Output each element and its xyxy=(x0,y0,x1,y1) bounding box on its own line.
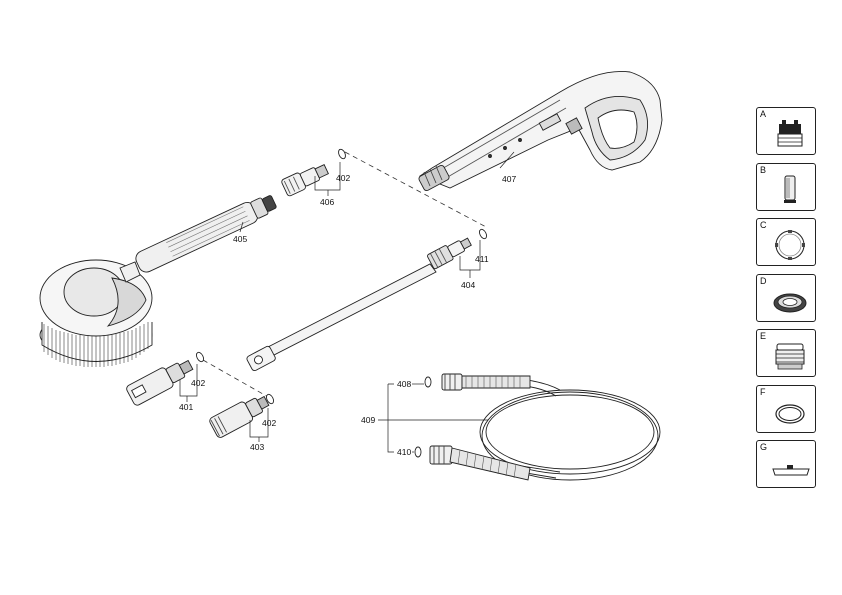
callout-403: 403 xyxy=(250,442,264,452)
callout-402-b: 402 xyxy=(336,173,350,183)
assembly-guide-lines xyxy=(202,151,489,399)
leader-409 xyxy=(378,383,488,453)
callout-401: 401 xyxy=(179,402,193,412)
o-ring-icon xyxy=(775,404,805,424)
legend-item-g: G xyxy=(756,440,816,488)
callout-405: 405 xyxy=(233,234,247,244)
connector-icon xyxy=(777,120,803,147)
cylinder-icon xyxy=(784,175,796,203)
legend-item-b: B xyxy=(756,163,816,211)
leader-401 xyxy=(179,364,198,402)
callout-407: 407 xyxy=(502,174,516,184)
callout-410: 410 xyxy=(397,447,411,457)
ring-icon xyxy=(775,230,805,260)
leader-404 xyxy=(459,240,481,278)
rotating-brush-405 xyxy=(39,195,277,367)
callout-402-c: 402 xyxy=(262,418,276,428)
callout-411: 411 xyxy=(475,254,489,264)
coupling-icon xyxy=(775,343,805,370)
legend-letter: C xyxy=(760,220,767,230)
callout-406: 406 xyxy=(320,197,334,207)
callout-409: 409 xyxy=(361,415,375,425)
trigger-gun-407 xyxy=(418,71,663,192)
legend-item-d: D xyxy=(756,274,816,322)
callout-404: 404 xyxy=(461,280,475,290)
legend-item-a: A xyxy=(756,107,816,155)
callout-408: 408 xyxy=(397,379,411,389)
leader-403 xyxy=(249,408,269,442)
legend-item-f: F xyxy=(756,385,816,433)
lance-404 xyxy=(246,228,487,372)
hose-409 xyxy=(414,373,661,481)
nozzle-403 xyxy=(209,393,274,438)
legend-letter: B xyxy=(760,165,767,175)
callout-402-a: 402 xyxy=(191,378,205,388)
legend-letter: D xyxy=(760,276,767,286)
seal-icon xyxy=(773,293,807,313)
legend-letter: G xyxy=(760,442,768,452)
leader-406 xyxy=(314,162,341,196)
blade-icon xyxy=(772,465,810,476)
legend-letter: F xyxy=(760,387,766,397)
legend-item-e: E xyxy=(756,329,816,377)
nozzle-401 xyxy=(126,351,204,406)
legend-letter: A xyxy=(760,109,767,119)
callout-labels: 401 402 402 402 403 404 405 406 407 408 … xyxy=(179,173,516,457)
legend-letter: E xyxy=(760,331,767,341)
legend-item-c: C xyxy=(756,218,816,266)
